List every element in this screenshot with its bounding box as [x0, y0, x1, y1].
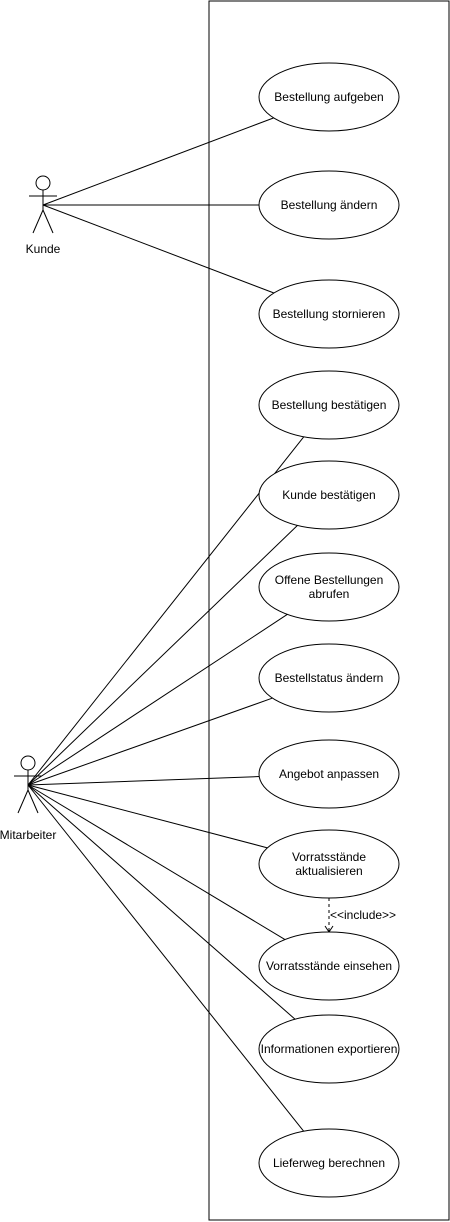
- use-case-ellipse: [258, 552, 400, 622]
- use-case-label: aktualisieren: [295, 864, 362, 878]
- use-case-label: Bestellstatus ändern: [275, 671, 384, 685]
- association-line: [27, 784, 305, 1132]
- use-case-ellipse: [258, 370, 400, 440]
- use-case-label: Offene Bestellungen: [275, 573, 384, 587]
- use-case-uc1: Bestellung aufgeben: [258, 62, 400, 132]
- association-line: [42, 204, 275, 294]
- use-case-ellipse: [258, 1128, 400, 1198]
- use-case-label: Angebot anpassen: [279, 767, 379, 781]
- use-case-ellipse: [258, 931, 400, 1001]
- use-case-uc3: Bestellung stornieren: [258, 279, 400, 349]
- association-line: [27, 613, 288, 786]
- use-case-uc4: Bestellung bestätigen: [258, 370, 400, 440]
- include-label: <<include>>: [330, 908, 396, 922]
- association-line: [27, 525, 298, 786]
- use-case-label: Vorratsstände: [292, 850, 366, 864]
- actor-stroke: [32, 209, 44, 234]
- actor-head: [35, 175, 51, 191]
- actor-stroke: [17, 789, 29, 814]
- use-case-label: abrufen: [309, 587, 350, 601]
- actor-head: [20, 755, 36, 771]
- association-line: [27, 436, 305, 786]
- use-case-label: Bestellung stornieren: [273, 307, 386, 321]
- use-case-label: Informationen exportieren: [261, 1042, 398, 1056]
- use-case-uc5: Kunde bestätigen: [258, 460, 400, 530]
- use-case-uc2: Bestellung ändern: [258, 170, 400, 240]
- use-case-uc10: Vorratsstände einsehen: [258, 931, 400, 1001]
- use-case-label: Bestellung ändern: [281, 198, 378, 212]
- use-case-label: Lieferweg berechnen: [273, 1156, 385, 1170]
- use-case-uc7: Bestellstatus ändern: [258, 643, 400, 713]
- use-case-label: Vorratsstände einsehen: [266, 959, 392, 973]
- actor-mitarbeiter: Mitarbeiter: [0, 755, 56, 842]
- use-case-label: Bestellung aufgeben: [274, 90, 383, 104]
- association-line: [27, 776, 260, 786]
- use-case-ellipse: [258, 170, 400, 240]
- association-line: [42, 117, 274, 206]
- use-case-uc8: Angebot anpassen: [258, 739, 400, 809]
- use-case-ellipse: [258, 460, 400, 530]
- use-case-label: Bestellung bestätigen: [272, 398, 387, 412]
- actor-stroke: [27, 789, 39, 814]
- use-case-label: Kunde bestätigen: [282, 488, 375, 502]
- use-case-ellipse: [258, 643, 400, 713]
- association-line: [27, 784, 296, 1020]
- association-lines: [27, 117, 305, 1132]
- use-case-ellipse: [258, 739, 400, 809]
- actor-label: Mitarbeiter: [0, 828, 56, 842]
- association-line: [27, 784, 286, 940]
- use-case-ellipse: [258, 62, 400, 132]
- actor-kunde: Kunde: [26, 175, 61, 256]
- use-case-uc12: Lieferweg berechnen: [258, 1128, 400, 1198]
- use-case-ellipse: [258, 279, 400, 349]
- association-line: [27, 697, 273, 786]
- use-case-ellipse: [258, 829, 400, 899]
- actor-stroke: [42, 209, 54, 234]
- actor-label: Kunde: [26, 242, 61, 256]
- use-case-uc11: Informationen exportieren: [258, 1014, 400, 1084]
- use-case-ellipse: [258, 1014, 400, 1084]
- association-line: [27, 784, 268, 849]
